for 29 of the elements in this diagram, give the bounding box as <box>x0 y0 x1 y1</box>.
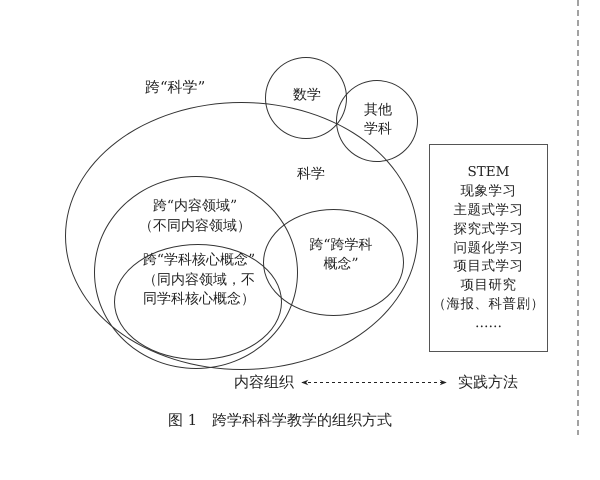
list-item: 问题化学习 <box>452 238 524 258</box>
list-item: 项目式学习 <box>452 257 524 276</box>
list-item: STEM <box>466 162 510 182</box>
axis-label: 内容组织 <box>234 373 294 392</box>
ellipse-label: （同内容领域，不同学科核心概念） <box>142 271 256 309</box>
ellipse <box>114 244 282 360</box>
ellipse-label: 跨“内容领域” <box>152 197 238 216</box>
list-item: 主题式学习 <box>452 200 524 220</box>
list-item: …… <box>474 314 503 333</box>
ellipse <box>65 102 418 370</box>
ellipse-label: 科学 <box>296 165 326 184</box>
ellipse-label: 数学 <box>292 86 322 105</box>
figure-caption: 图 1 跨学科科学教学的组织方式 <box>166 411 394 430</box>
double-arrow <box>301 380 447 386</box>
ellipse <box>336 80 418 162</box>
ellipse-label: 跨“学科核心概念” <box>142 251 256 270</box>
ellipse-label: （不同内容领域） <box>138 217 252 236</box>
ellipse <box>263 209 404 316</box>
ellipse <box>265 57 347 139</box>
list-item: 项目研究 <box>460 276 518 296</box>
list-box <box>429 144 548 352</box>
ellipse <box>94 176 298 369</box>
ellipse-label: 其他学科 <box>363 101 393 139</box>
ellipse-label: 跨“跨学科概念” <box>308 236 374 274</box>
axis-label: 实践方法 <box>458 373 518 392</box>
set-label: 跨“科学” <box>145 78 206 97</box>
list-item: 探究式学习 <box>452 220 524 239</box>
list-item: （海报、科普剧） <box>432 295 544 314</box>
list-item: 现象学习 <box>460 182 518 201</box>
